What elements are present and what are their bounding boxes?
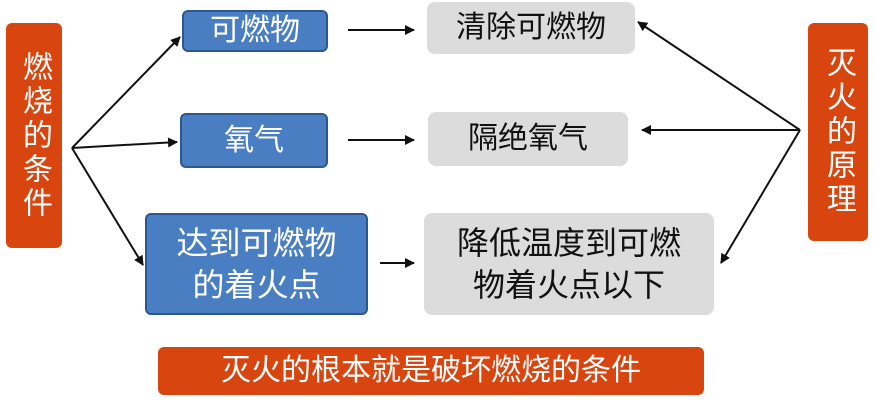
principle-remove-combustible: 清除可燃物 bbox=[427, 2, 635, 54]
condition-oxygen: 氧气 bbox=[180, 113, 328, 168]
condition-ignition-point: 达到可燃物的着火点 bbox=[145, 213, 368, 315]
principle-lower-temperature: 降低温度到可燃物着火点以下 bbox=[424, 213, 714, 315]
principle-isolate-oxygen: 隔绝氧气 bbox=[428, 112, 628, 166]
burning-conditions-label: 燃烧的条件 bbox=[6, 23, 62, 248]
conclusion-banner: 灭火的根本就是破坏燃烧的条件 bbox=[158, 347, 704, 395]
extinguishing-principles-label: 灭火的原理 bbox=[808, 23, 868, 241]
arrow-principle-to-lower-temp bbox=[720, 129, 801, 264]
arrow-to-ignition-point bbox=[71, 147, 144, 266]
arrow-to-oxygen bbox=[71, 137, 178, 149]
condition-combustible: 可燃物 bbox=[182, 10, 328, 52]
arrow-to-combustible bbox=[71, 36, 181, 149]
arrow-principle-to-remove bbox=[637, 21, 801, 131]
